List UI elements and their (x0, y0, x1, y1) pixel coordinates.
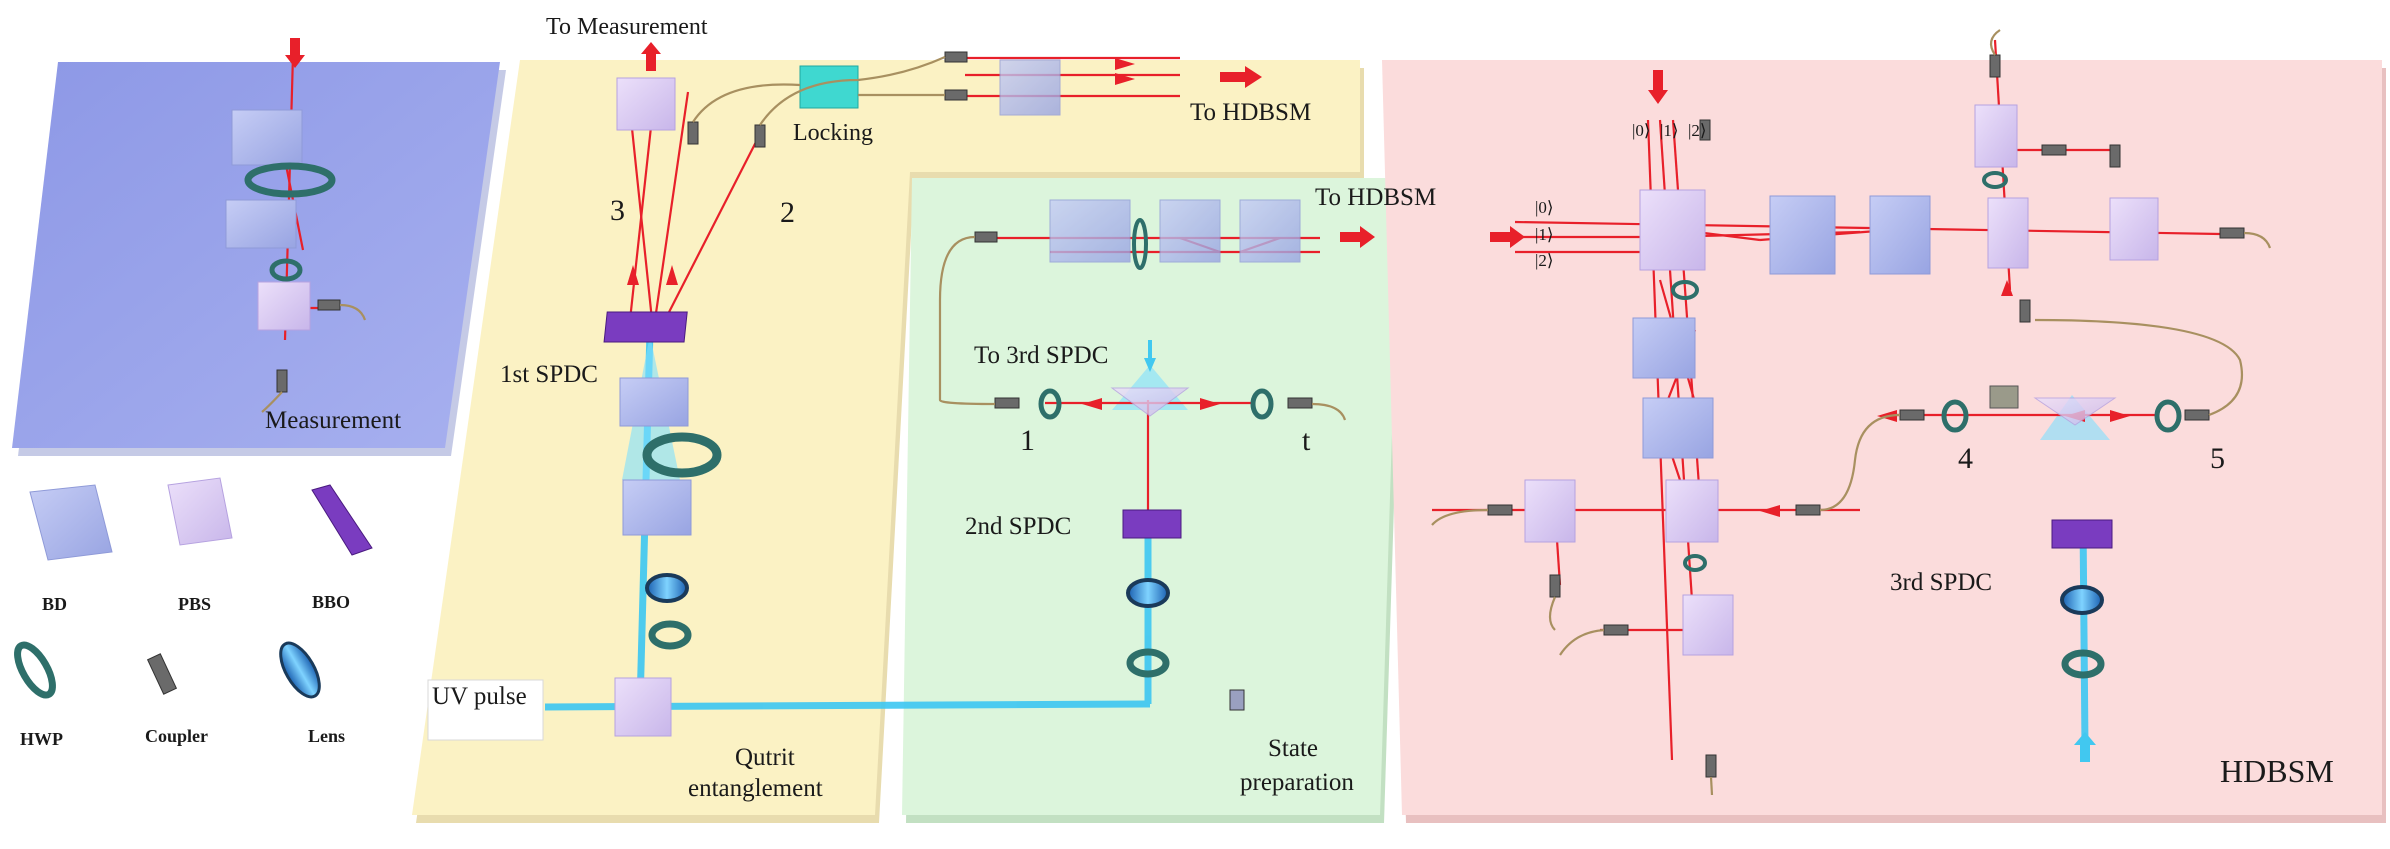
legend-pbs-label: PBS (178, 594, 211, 614)
measurement-panel (12, 62, 506, 456)
bbo-2nd-spdc (1122, 509, 1182, 539)
ket-top-1: |1⟩ (1660, 121, 1679, 140)
label-uv-pulse: UV pulse (432, 683, 527, 710)
label-measurement-region: Measurement (265, 407, 401, 434)
label-second-spdc: 2nd SPDC (965, 513, 1071, 540)
arrow-into-hdbsm-left (1490, 226, 1525, 248)
hdbsm-panel (1382, 60, 2386, 823)
bbo-3rd-spdc (2051, 519, 2113, 549)
legend-coupler-label: Coupler (145, 726, 208, 746)
ket-top-0: |0⟩ (1632, 121, 1651, 140)
ket-top-2: |2⟩ (1688, 121, 1707, 140)
label-locking: Locking (793, 120, 873, 146)
bbo-crystals (603, 311, 2113, 549)
legend-lens-glyph (279, 641, 321, 699)
legend-bbo-glyph (311, 484, 373, 556)
legend-coupler-glyph (146, 653, 178, 695)
label-state-line1: State (1268, 735, 1318, 762)
legend (14, 477, 373, 699)
bbo-1st-spdc (603, 311, 688, 343)
legend-lens-label: Lens (308, 726, 345, 746)
legend-hwp-label: HWP (20, 729, 63, 749)
label-port-t: t (1302, 424, 1311, 457)
label-to-third-spdc: To 3rd SPDC (974, 342, 1108, 369)
label-port-5: 5 (2210, 442, 2225, 475)
red-arrows (285, 38, 2130, 517)
ket-side-2: |2⟩ (1535, 251, 1554, 270)
third-spdc-mirror (1989, 385, 2019, 409)
legend-bd-glyph (29, 484, 113, 561)
label-first-spdc: 1st SPDC (500, 361, 598, 388)
uv-input-arrow (2074, 732, 2096, 762)
label-port-2: 2 (780, 196, 795, 229)
label-port-3: 3 (610, 194, 625, 227)
label-qutrit-line2: entanglement (688, 775, 823, 802)
arrow-up-to-measurement (641, 42, 661, 71)
arrow-down-measurement (285, 38, 305, 68)
arrow-to-hdbsm-mid (1340, 226, 1375, 248)
optical-fibers (261, 29, 2272, 796)
uv-pulse-source (427, 679, 544, 741)
label-port-4: 4 (1958, 442, 1973, 475)
legend-bbo-label: BBO (312, 592, 350, 612)
legend-hwp-glyph (14, 641, 56, 699)
label-state-line2: preparation (1240, 769, 1354, 796)
label-hdbsm-region: HDBSM (2220, 753, 2334, 789)
ket-side-1: |1⟩ (1535, 225, 1554, 244)
label-to-measurement: To Measurement (546, 14, 708, 40)
arrow-to-hdbsm-top (1220, 66, 1262, 88)
waveplates-and-lenses (244, 162, 2182, 679)
state-prep-panel (902, 178, 1404, 823)
polarizing-beam-splitters (257, 77, 2159, 737)
legend-pbs-glyph (167, 477, 233, 546)
label-port-1: 1 (1020, 424, 1035, 457)
beam-displacers (225, 59, 1931, 536)
label-to-hdbsm-mid: To HDBSM (1315, 184, 1436, 211)
ket-side-0: |0⟩ (1535, 198, 1554, 217)
label-third-spdc: 3rd SPDC (1890, 569, 1992, 596)
label-to-hdbsm-top: To HDBSM (1190, 99, 1311, 126)
legend-bd-label: BD (42, 594, 67, 614)
arrow-into-hdbsm-top (1648, 70, 1668, 104)
uv-arrow-to-3rd-spdc (1144, 340, 1156, 372)
label-qutrit-line1: Qutrit (735, 744, 795, 771)
